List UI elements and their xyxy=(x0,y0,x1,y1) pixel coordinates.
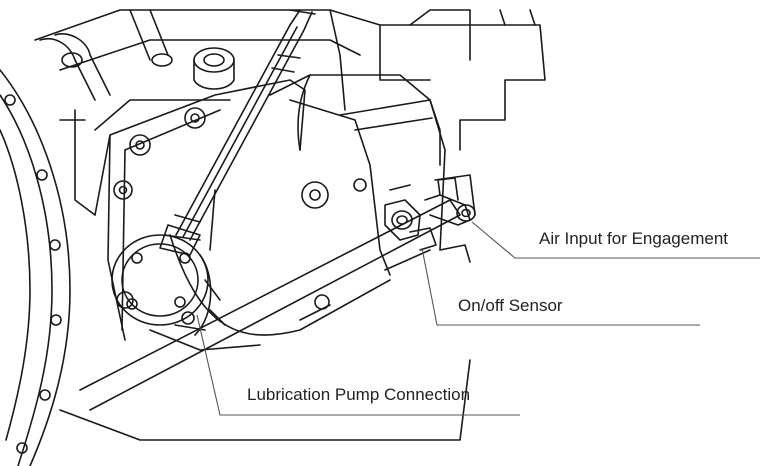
engine-block xyxy=(34,9,546,441)
base-rail xyxy=(79,199,471,411)
pto-body xyxy=(149,74,446,351)
label-on-off-sensor: On/off Sensor xyxy=(458,296,563,315)
upper-tubes xyxy=(39,9,173,101)
air-input-fitting xyxy=(424,174,476,226)
lubrication-hose xyxy=(159,9,316,256)
flywheel-housing-flange xyxy=(0,69,71,466)
cover-plate xyxy=(94,79,306,341)
leader-air-input xyxy=(471,221,760,259)
label-lubrication-pump: Lubrication Pump Connection xyxy=(247,385,471,404)
filler-cap xyxy=(193,47,235,90)
leader-pump xyxy=(196,314,520,416)
pump-cover xyxy=(111,234,226,336)
label-air-input: Air Input for Engagement xyxy=(539,229,729,248)
leader-sensor xyxy=(421,247,700,326)
